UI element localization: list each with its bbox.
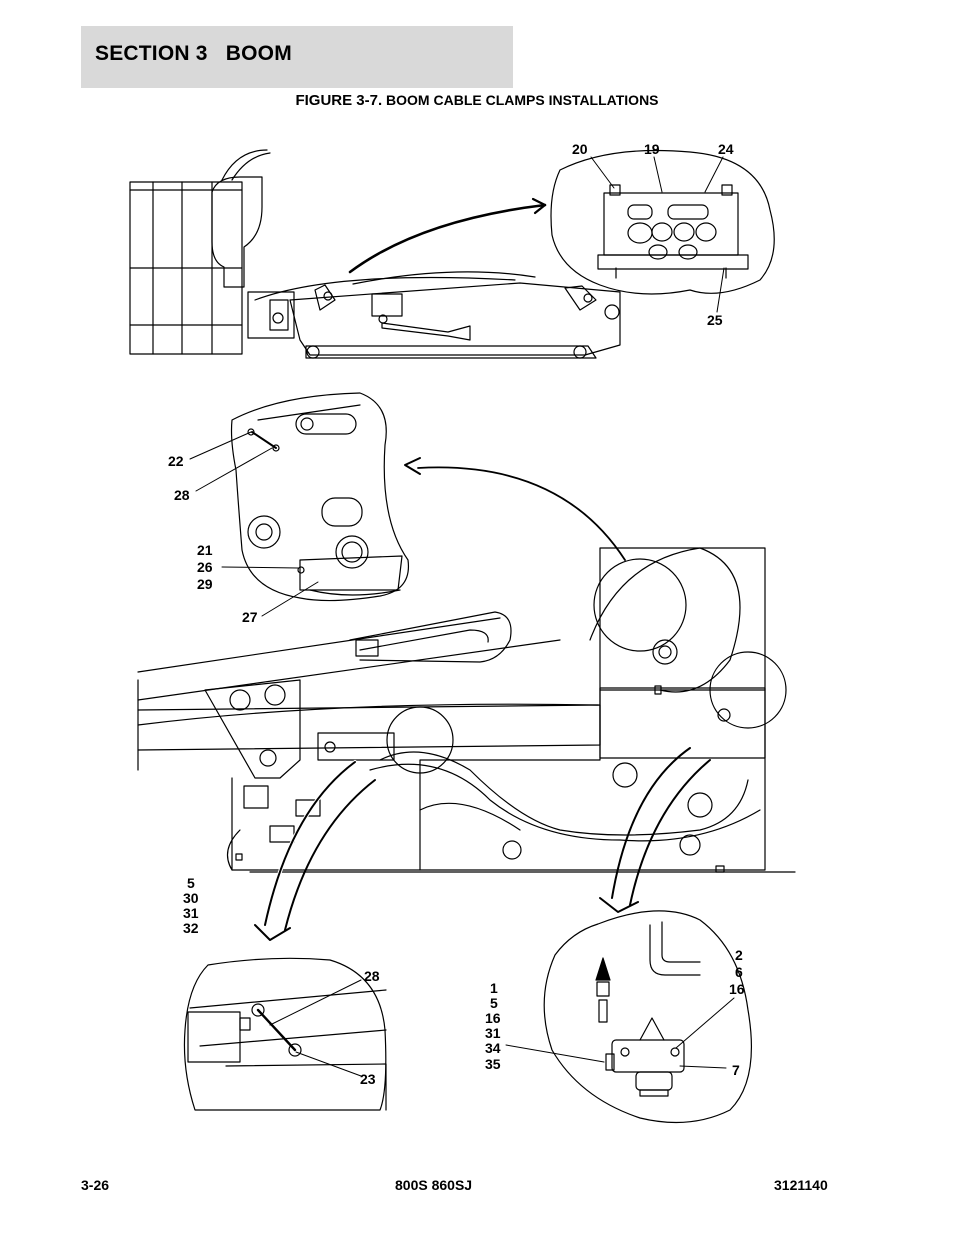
callout-2: 2 <box>735 947 743 963</box>
callout-31: 31 <box>183 905 199 921</box>
callout-26: 26 <box>197 559 213 575</box>
callout-labels: 20 19 24 25 22 28 21 26 29 27 5 30 31 32… <box>168 141 745 1087</box>
platform-boom-view <box>129 149 621 359</box>
callout-32: 32 <box>183 920 199 936</box>
pivot-plate-detail <box>230 392 626 602</box>
callout-28-bottom: 28 <box>364 968 380 984</box>
clamp-detail-bottom-right <box>543 910 753 1124</box>
callout-5-right: 5 <box>490 995 498 1011</box>
callout-16-right: 16 <box>729 981 745 997</box>
section-header: SECTION 3 BOOM <box>81 26 513 88</box>
clamp-detail-top <box>550 149 775 295</box>
callout-35: 35 <box>485 1056 501 1072</box>
callout-31-right: 31 <box>485 1025 501 1041</box>
figure-caption: BOOM CABLE CLAMPS INSTALLATIONS <box>386 92 659 108</box>
callout-6: 6 <box>735 964 743 980</box>
figure-title: FIGURE 3-7. BOOM CABLE CLAMPS INSTALLATI… <box>0 92 954 109</box>
callout-25: 25 <box>707 312 723 328</box>
callout-27: 27 <box>242 609 258 625</box>
footer-page-number: 3-26 <box>81 1177 110 1193</box>
callout-7: 7 <box>732 1062 740 1078</box>
footer-doc-number: 3121140 <box>774 1177 828 1193</box>
callout-24: 24 <box>718 141 734 157</box>
callout-16-left: 16 <box>485 1010 501 1026</box>
section-title: SECTION 3 BOOM <box>95 42 292 65</box>
callout-34: 34 <box>485 1040 501 1056</box>
callout-22: 22 <box>168 453 184 469</box>
callout-1: 1 <box>490 980 498 996</box>
callout-5: 5 <box>187 875 195 891</box>
footer-model: 800S 860SJ <box>395 1177 473 1193</box>
callout-20: 20 <box>572 141 588 157</box>
clamp-detail-bottom-left <box>183 957 387 1111</box>
callout-30: 30 <box>183 890 199 906</box>
figure-number: FIGURE 3-7. <box>295 92 383 109</box>
callout-19: 19 <box>644 141 660 157</box>
callout-29: 29 <box>197 576 213 592</box>
callout-23: 23 <box>360 1071 376 1087</box>
leader-lines <box>189 156 735 1077</box>
turntable-assembly-view <box>137 547 796 941</box>
callout-28: 28 <box>174 487 190 503</box>
callout-21: 21 <box>197 542 213 558</box>
